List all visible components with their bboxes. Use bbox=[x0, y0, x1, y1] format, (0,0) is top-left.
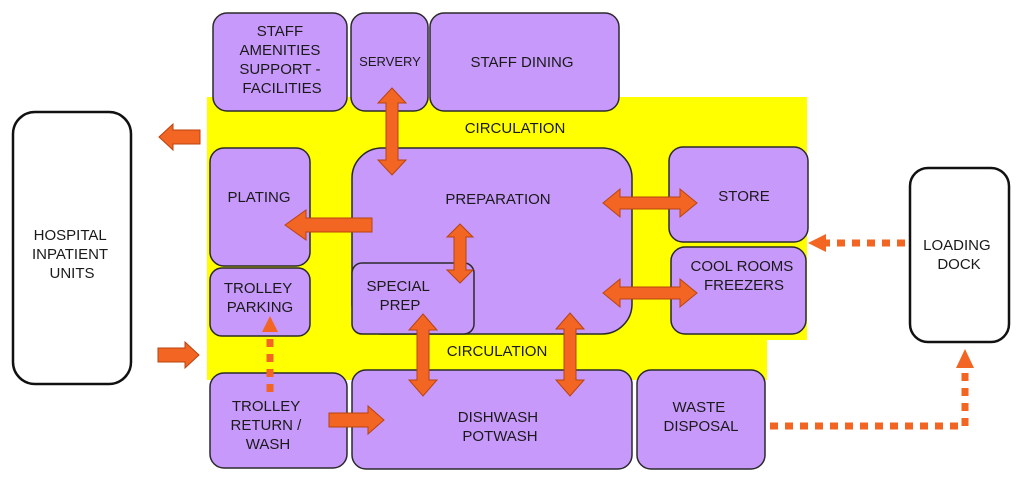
external-label-line: UNITS bbox=[50, 265, 95, 282]
dotted-flows bbox=[262, 234, 974, 430]
room-label-line: PLATING bbox=[227, 189, 290, 206]
dotted-arrow-trolley-return-to-parking bbox=[262, 316, 278, 392]
arrow-servery-preparation bbox=[376, 87, 408, 176]
room-label-line: STORE bbox=[718, 188, 769, 205]
room-label-line: FACILITIES bbox=[242, 80, 321, 97]
room-plating: PLATING bbox=[209, 147, 311, 267]
room-label-line: FREEZERS bbox=[704, 277, 784, 294]
room-label-line: WASH bbox=[246, 436, 290, 453]
room-label-line: STAFF DINING bbox=[470, 54, 573, 71]
svg-text:DISHWASH POTWASH: DISHWASH POTWASH bbox=[458, 409, 542, 445]
svg-text:STORE: STORE bbox=[718, 188, 769, 205]
svg-text:SERVERY: SERVERY bbox=[359, 54, 421, 69]
svg-text:TROLLEY RETURN / W: TROLLEY RETURN / WASH bbox=[230, 398, 305, 453]
room-label-line: SPECIAL bbox=[367, 278, 430, 295]
room-label-line: SERVERY bbox=[359, 54, 421, 69]
room-label-line: COOL ROOMS bbox=[691, 258, 794, 275]
arrow-preparation-plating bbox=[284, 209, 373, 241]
room-label-line: DISHWASH bbox=[458, 409, 538, 426]
solid-flows bbox=[157, 87, 698, 436]
svg-text:LOADING DOCK: LOADING DOCK bbox=[923, 237, 995, 273]
svg-text:HOSPITAL INPATIENT: HOSPITAL INPATIENT UNITS bbox=[32, 227, 112, 282]
arrow-outbound-to-hospital bbox=[158, 122, 201, 152]
arrow-preparation-store bbox=[602, 187, 698, 219]
svg-text:SPECIAL PREP: SPECIAL PREP bbox=[367, 278, 434, 314]
svg-text:STAFF AMENITIES SU: STAFF AMENITIES SUPPORT - FACILITIES bbox=[239, 23, 324, 97]
room-label-line: STAFF bbox=[257, 23, 303, 40]
room-label-line: WASTE bbox=[673, 399, 726, 416]
room-label-line: AMENITIES bbox=[239, 42, 320, 59]
svg-text:CIRCULATION: CIRCULATION bbox=[447, 343, 548, 360]
external-label-line: LOADING bbox=[923, 237, 991, 254]
room-staff-amenities: STAFF AMENITIES SUPPORT - FACILITIES bbox=[212, 12, 348, 112]
arrow-inbound-from-hospital bbox=[157, 340, 200, 370]
svg-text:CIRCULATION: CIRCULATION bbox=[465, 120, 566, 137]
arrow-trolley-return-to-dishwash bbox=[328, 404, 385, 436]
room-label-line: TROLLEY bbox=[232, 398, 300, 415]
svg-text:PREPARATION: PREPARATION bbox=[445, 191, 550, 208]
external-label-line: DOCK bbox=[937, 256, 980, 273]
room-staff-dining: STAFF DINING bbox=[429, 12, 620, 112]
dotted-arrow-waste-to-loading-dock bbox=[770, 349, 974, 430]
svg-text:COOL ROOMS FREEZERS: COOL ROOMS FREEZERS bbox=[691, 258, 798, 294]
room-waste-disposal: WASTE DISPOSAL bbox=[636, 369, 766, 470]
circulation-upper-label: CIRCULATION bbox=[465, 120, 566, 137]
external-loading-dock: LOADING DOCK bbox=[908, 166, 1011, 344]
external-label-line: INPATIENT bbox=[32, 246, 108, 263]
room-trolley-parking: TROLLEY PARKING bbox=[209, 267, 311, 337]
dotted-arrow-loading-dock-to-cool-rooms bbox=[808, 234, 905, 252]
arrow-preparation-cool-rooms bbox=[602, 277, 698, 309]
external-label-line: HOSPITAL bbox=[34, 227, 107, 244]
room-label-line: TROLLEY bbox=[224, 280, 292, 297]
room-dishwash: DISHWASH POTWASH bbox=[351, 369, 633, 470]
svg-text:WASTE DISPOSAL: WASTE DISPOSAL bbox=[663, 399, 738, 435]
svg-text:TROLLEY PARKING: TROLLEY PARKING bbox=[224, 280, 296, 316]
room-store: STORE bbox=[668, 146, 809, 243]
room-label-line: RETURN / bbox=[230, 417, 302, 434]
room-label-line: SUPPORT - bbox=[239, 61, 320, 78]
room-cool-rooms: COOL ROOMS FREEZERS bbox=[670, 246, 807, 335]
room-label-line: PREPARATION bbox=[445, 191, 550, 208]
svg-text:PLATING: PLATING bbox=[227, 189, 290, 206]
room-label-line: PARKING bbox=[227, 299, 293, 316]
arrow-preparation-special-prep bbox=[445, 223, 475, 284]
external-hospital-inpatient: HOSPITAL INPATIENT UNITS bbox=[11, 110, 133, 386]
room-label-line: POTWASH bbox=[462, 428, 537, 445]
circulation-lower-label: CIRCULATION bbox=[447, 343, 548, 360]
arrow-preparation-dishwash bbox=[554, 312, 586, 397]
room-label-line: PREP bbox=[380, 297, 421, 314]
room-label-line: DISPOSAL bbox=[663, 418, 738, 435]
room-trolley-return: TROLLEY RETURN / WASH bbox=[209, 372, 348, 469]
svg-text:STAFF DINING: STAFF DINING bbox=[470, 54, 573, 71]
arrow-special-prep-dishwash bbox=[407, 313, 439, 397]
room-special-prep: SPECIAL PREP bbox=[351, 262, 475, 335]
